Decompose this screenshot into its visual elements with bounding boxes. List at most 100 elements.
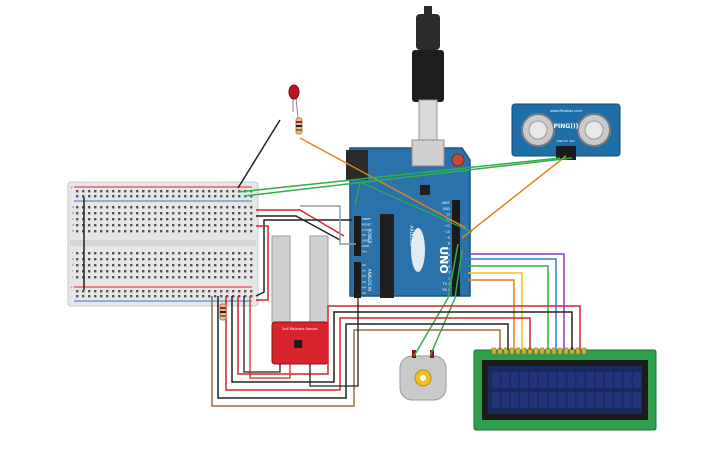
breadboard-hole xyxy=(154,252,157,255)
analog-pin-label: A4 xyxy=(362,285,366,289)
breadboard-hole xyxy=(178,290,181,293)
breadboard-hole xyxy=(118,264,121,267)
breadboard-hole xyxy=(232,290,235,293)
lcd-cell xyxy=(586,392,594,408)
row-letter: d xyxy=(72,223,74,227)
lcd-cell xyxy=(623,372,632,388)
breadboard-hole xyxy=(178,258,181,261)
usb-cable xyxy=(424,6,432,18)
breadboard-hole xyxy=(82,190,85,193)
breadboard-hole xyxy=(100,206,103,209)
breadboard-hole xyxy=(142,258,145,261)
digital-pin-label: GND xyxy=(443,207,451,211)
wire-black-moisture xyxy=(243,296,281,373)
analog-header-block xyxy=(354,262,361,298)
led-resistor[interactable] xyxy=(295,117,303,135)
breadboard-hole xyxy=(172,190,175,193)
lcd-resistor[interactable] xyxy=(219,303,227,321)
breadboard-hole xyxy=(94,190,97,193)
arduino-uno-board[interactable]: UNO ARDUINO AREFGND1312~11~10~987~6~54~3… xyxy=(346,6,471,298)
led-leg xyxy=(295,97,299,119)
breadboard-hole xyxy=(148,264,151,267)
rail-sign: + xyxy=(70,285,73,290)
breadboard-hole xyxy=(130,212,133,215)
breadboard-hole xyxy=(130,270,133,273)
digital-pin-label: 12 xyxy=(446,218,450,222)
soil-moisture-sensor[interactable]: Soil Moisture Sensor xyxy=(271,235,329,365)
red-led[interactable] xyxy=(288,84,300,119)
breadboard-hole xyxy=(118,276,121,279)
breadboard-hole xyxy=(112,206,115,209)
breadboard-hole xyxy=(136,295,139,298)
breadboard-hole xyxy=(214,212,217,215)
breadboard-hole xyxy=(94,224,97,227)
breadboard-hole xyxy=(106,276,109,279)
breadboard-hole xyxy=(76,264,79,267)
breadboard-hole xyxy=(220,224,223,227)
ultrasonic-pin-label: GND xyxy=(557,139,565,143)
breadboard-hole xyxy=(172,212,175,215)
breadboard-hole xyxy=(190,264,193,267)
breadboard-hole xyxy=(196,252,199,255)
lcd-cell xyxy=(520,372,529,388)
breadboard-hole xyxy=(106,264,109,267)
breadboard-hole xyxy=(130,224,133,227)
breadboard-hole xyxy=(190,276,193,279)
breadboard-hole xyxy=(172,224,175,227)
breadboard-hole xyxy=(250,195,253,198)
breadboard-hole xyxy=(226,264,229,267)
breadboard-hole xyxy=(88,218,91,221)
breadboard-hole xyxy=(148,195,151,198)
lcd-pin xyxy=(521,347,527,355)
breadboard-hole xyxy=(250,206,253,209)
reset-button[interactable] xyxy=(451,153,465,167)
breadboard-hole xyxy=(100,230,103,233)
breadboard-hole xyxy=(154,295,157,298)
breadboard-hole xyxy=(184,270,187,273)
dc-motor[interactable] xyxy=(399,350,447,401)
wire-black-rail xyxy=(255,219,352,297)
breadboard-hole xyxy=(250,252,253,255)
breadboard-hole xyxy=(130,252,133,255)
breadboard-hole xyxy=(196,258,199,261)
breadboard-hole xyxy=(250,270,253,273)
breadboard-hole xyxy=(238,195,241,198)
digital-pin-label: ~9 xyxy=(445,236,450,240)
row-letter: g xyxy=(72,257,74,261)
breadboard-hole xyxy=(202,206,205,209)
breadboard-hole xyxy=(124,218,127,221)
breadboard-hole xyxy=(244,212,247,215)
breadboard-hole xyxy=(148,290,151,293)
breadboard-hole xyxy=(232,224,235,227)
breadboard-hole xyxy=(166,206,169,209)
breadboard-hole xyxy=(238,230,241,233)
breadboard-hole xyxy=(112,290,115,293)
breadboard-hole xyxy=(202,290,205,293)
lcd-16x2[interactable] xyxy=(473,347,657,431)
breadboard-hole xyxy=(106,270,109,273)
breadboard-hole xyxy=(232,270,235,273)
breadboard-hole xyxy=(160,264,163,267)
breadboard-hole xyxy=(124,295,127,298)
breadboard-hole xyxy=(100,195,103,198)
breadboard-hole xyxy=(82,252,85,255)
lcd-cell xyxy=(633,392,641,408)
breadboard-hole xyxy=(220,212,223,215)
breadboard-hole xyxy=(76,270,79,273)
breadboard-hole xyxy=(172,264,175,267)
breadboard-hole xyxy=(76,224,79,227)
breadboard-hole xyxy=(184,195,187,198)
lcd-cell xyxy=(548,372,557,388)
breadboard-hole xyxy=(166,258,169,261)
breadboard-hole xyxy=(238,218,241,221)
breadboard-hole xyxy=(136,230,139,233)
breadboard-hole xyxy=(172,295,175,298)
breadboard-hole xyxy=(214,295,217,298)
breadboard-hole xyxy=(178,190,181,193)
digital-pin-label: 7 xyxy=(448,247,450,251)
breadboard-hole xyxy=(136,224,139,227)
breadboard-hole xyxy=(148,295,151,298)
moisture-chip xyxy=(294,340,302,348)
